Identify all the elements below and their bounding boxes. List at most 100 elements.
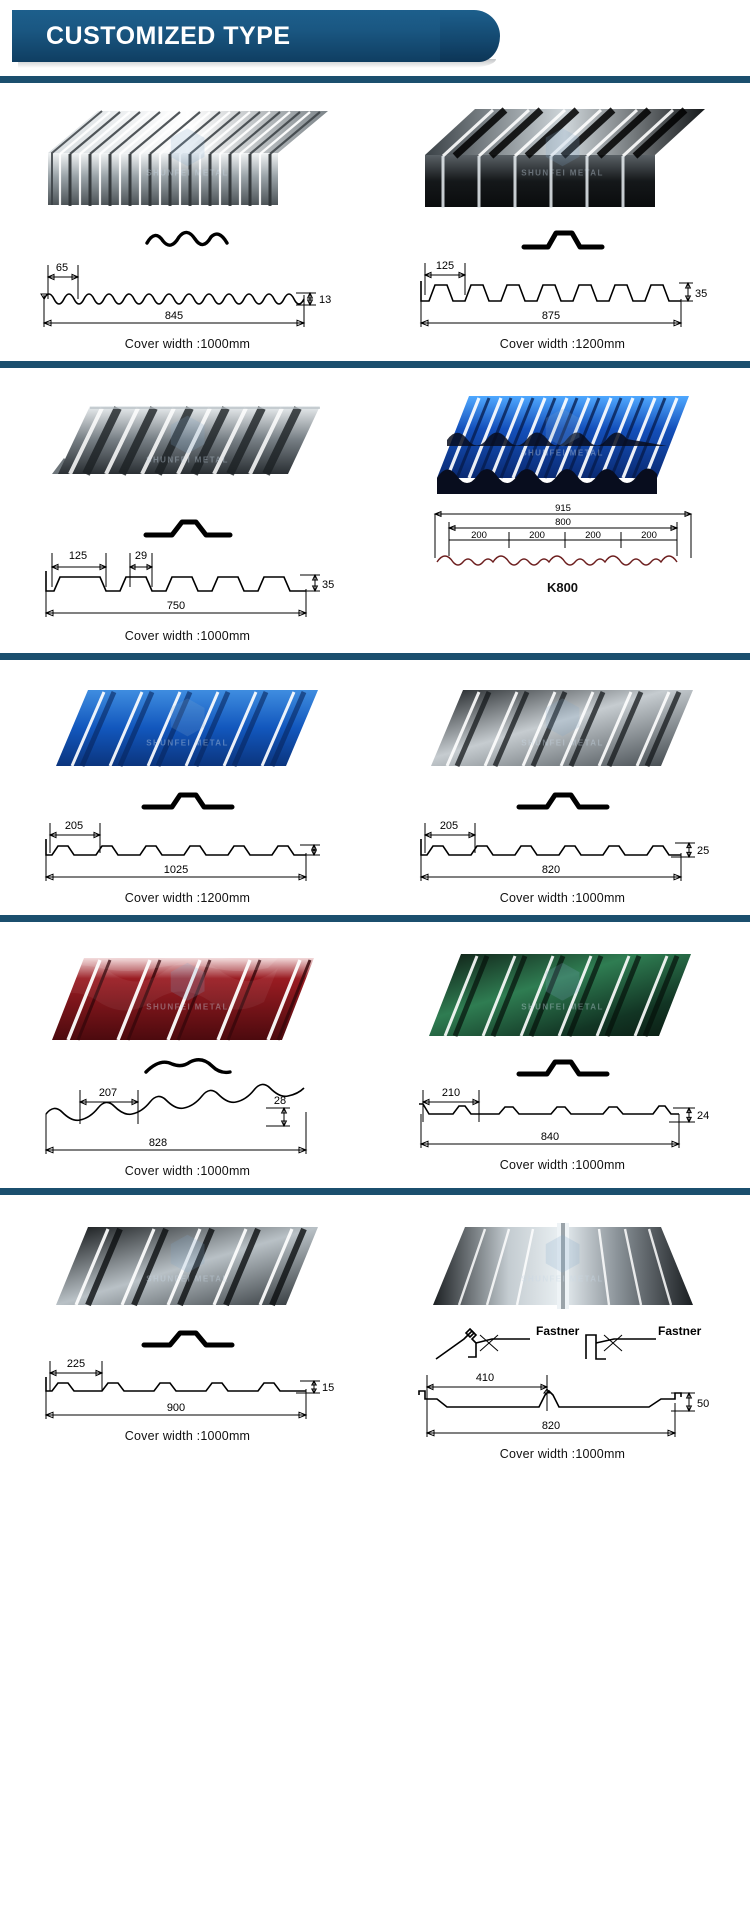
profile-detail-trapezoid bbox=[516, 792, 609, 810]
profile-detail-trapezoid bbox=[143, 519, 232, 538]
dim-width: 750 bbox=[166, 600, 184, 612]
product-row: SHUNFEI METAL 225 15 900 Cover width :10… bbox=[0, 1201, 750, 1467]
dim-overall: 915 bbox=[555, 503, 571, 514]
dimension-drawing: 125 35 875 bbox=[419, 260, 707, 327]
dim-width: 820 bbox=[541, 864, 559, 876]
profile-detail-trapezoid bbox=[521, 230, 604, 250]
cover-width-caption: Cover width :1000mm bbox=[499, 891, 626, 905]
dimension-drawing-k800: 915 800 200 200 200 200 bbox=[433, 503, 692, 566]
dim-width: 900 bbox=[166, 1402, 184, 1414]
section-divider bbox=[0, 76, 750, 83]
product-render: SHUNFEI METAL bbox=[23, 1205, 353, 1323]
product-render: SHUNFEI METAL bbox=[398, 378, 728, 498]
dim-height: 25 bbox=[697, 845, 709, 857]
dimension-drawing: 205 1025 bbox=[44, 820, 320, 881]
product-render: SHUNFEI METAL bbox=[23, 93, 353, 223]
dim-pitch: 410 bbox=[475, 1372, 493, 1384]
dimension-drawing: 205 25 820 bbox=[419, 820, 709, 881]
product-cell-tile-red-828[interactable]: SHUNFEI METAL 207 28 828 Cover width :10… bbox=[0, 928, 375, 1184]
cover-width-caption: Cover width :1000mm bbox=[124, 629, 251, 643]
cover-width-caption: Cover width :1200mm bbox=[499, 337, 626, 351]
dim-pitch: 207 bbox=[98, 1087, 116, 1099]
product-cell-trapezoid-750[interactable]: SHUNFEI METAL 125 29 35 750 Cover bbox=[0, 374, 375, 649]
dim-pitch2: 29 bbox=[134, 550, 146, 562]
profile-detail-trapezoid bbox=[141, 1330, 234, 1348]
product-render: SHUNFEI METAL bbox=[23, 378, 353, 513]
fastner-label: Fastner bbox=[536, 1325, 580, 1338]
dim-pitch: 125 bbox=[68, 550, 86, 562]
standing-seam-render bbox=[432, 1223, 693, 1309]
profile-detail-trapezoid bbox=[516, 1059, 609, 1077]
banner-shadow bbox=[18, 59, 496, 68]
dim-height: 28 bbox=[273, 1095, 285, 1107]
dim-width: 828 bbox=[148, 1137, 166, 1149]
fastner-label: Fastner bbox=[658, 1325, 702, 1338]
product-row: SHUNFEI METAL 125 29 35 750 Cover bbox=[0, 374, 750, 649]
model-label: K800 bbox=[546, 580, 579, 595]
dim-height: 13 bbox=[319, 294, 331, 306]
product-row: SHUNFEI METAL 65 13 845 bbox=[0, 89, 750, 357]
product-cell-trapezoid-875[interactable]: SHUNFEI METAL 125 35 875 Cover width :12… bbox=[375, 89, 750, 357]
dim-width: 875 bbox=[541, 310, 559, 322]
product-render: SHUNFEI METAL bbox=[398, 670, 728, 785]
profile-detail-trapezoid bbox=[141, 792, 234, 810]
dim-pitch: 205 bbox=[439, 820, 457, 832]
product-render: SHUNFEI METAL bbox=[23, 932, 353, 1052]
product-cell-rib-green-840[interactable]: SHUNFEI METAL 210 24 840 Cover width :10… bbox=[375, 928, 750, 1184]
section-divider bbox=[0, 361, 750, 368]
dim-width: 845 bbox=[164, 310, 182, 322]
dim-pitch: 225 bbox=[66, 1358, 84, 1370]
dim-height: 35 bbox=[695, 288, 707, 300]
page-header: CUSTOMIZED TYPE bbox=[0, 10, 750, 72]
trapezoid-dark-render bbox=[424, 107, 705, 208]
dim-height: 24 bbox=[697, 1110, 709, 1122]
product-cell-corrugated-wave-845[interactable]: SHUNFEI METAL 65 13 845 bbox=[0, 89, 375, 357]
dim-height: 35 bbox=[322, 579, 334, 591]
product-cell-standing-seam-820[interactable]: SHUNFEI METAL Fastner Fastner 410 bbox=[375, 1201, 750, 1467]
cover-width-caption: Cover width :1000mm bbox=[124, 1164, 251, 1178]
dim-height: 50 bbox=[697, 1398, 709, 1410]
dimension-drawing: 207 28 828 bbox=[44, 1083, 307, 1154]
product-render: SHUNFEI METAL bbox=[398, 93, 728, 223]
dim-pitch: 205 bbox=[64, 820, 82, 832]
dim-height: 15 bbox=[322, 1382, 334, 1394]
dimension-drawing: 410 50 820 bbox=[417, 1372, 709, 1437]
dim-module: 200 bbox=[641, 530, 657, 541]
cover-width-caption: Cover width :1000mm bbox=[499, 1447, 626, 1461]
dimension-drawing: 225 15 900 bbox=[44, 1358, 334, 1419]
rib-blue-render bbox=[55, 690, 318, 767]
profile-detail-tile-curve bbox=[143, 1058, 232, 1075]
dim-cover: 800 bbox=[555, 517, 571, 528]
banner-tail-shape bbox=[440, 10, 500, 62]
trapezoid-silver-render bbox=[51, 406, 320, 476]
rib-dark-render bbox=[55, 1227, 318, 1307]
cover-width-caption: Cover width :1200mm bbox=[124, 891, 251, 905]
tile-red-render bbox=[41, 956, 314, 1041]
dim-width: 820 bbox=[541, 1420, 559, 1432]
product-cell-rib-dark-900[interactable]: SHUNFEI METAL 225 15 900 Cover width :10… bbox=[0, 1201, 375, 1467]
product-cell-trapezoid-820[interactable]: SHUNFEI METAL 205 25 820 Cover width :10… bbox=[375, 666, 750, 911]
page-title: CUSTOMIZED TYPE bbox=[46, 21, 291, 50]
cover-width-caption: Cover width :1000mm bbox=[499, 1158, 626, 1172]
product-render: SHUNFEI METAL bbox=[398, 932, 728, 1052]
dim-pitch: 65 bbox=[55, 262, 67, 274]
section-divider bbox=[0, 653, 750, 660]
rib-green-render bbox=[428, 954, 691, 1037]
section-divider bbox=[0, 1188, 750, 1195]
rib-silver-render bbox=[430, 690, 693, 767]
product-cell-k800-tile[interactable]: SHUNFEI METAL 915 800 200 200 200 200 K8… bbox=[375, 374, 750, 649]
cover-width-caption: Cover width :1000mm bbox=[124, 337, 251, 351]
dimension-drawing: 125 29 35 750 bbox=[44, 550, 334, 617]
product-row: SHUNFEI METAL 205 1025 Cover width :1200… bbox=[0, 666, 750, 911]
product-render: SHUNFEI METAL bbox=[23, 670, 353, 785]
dim-pitch: 210 bbox=[441, 1087, 459, 1099]
corrugated-wave-render bbox=[47, 110, 328, 206]
dim-module: 200 bbox=[585, 530, 601, 541]
section-divider bbox=[0, 915, 750, 922]
cover-width-caption: Cover width :1000mm bbox=[124, 1429, 251, 1443]
tile-blue-render bbox=[436, 396, 689, 494]
dim-width: 1025 bbox=[163, 864, 187, 876]
dim-pitch: 125 bbox=[435, 260, 453, 272]
product-cell-trapezoid-1025[interactable]: SHUNFEI METAL 205 1025 Cover width :1200… bbox=[0, 666, 375, 911]
dim-module: 200 bbox=[471, 530, 487, 541]
